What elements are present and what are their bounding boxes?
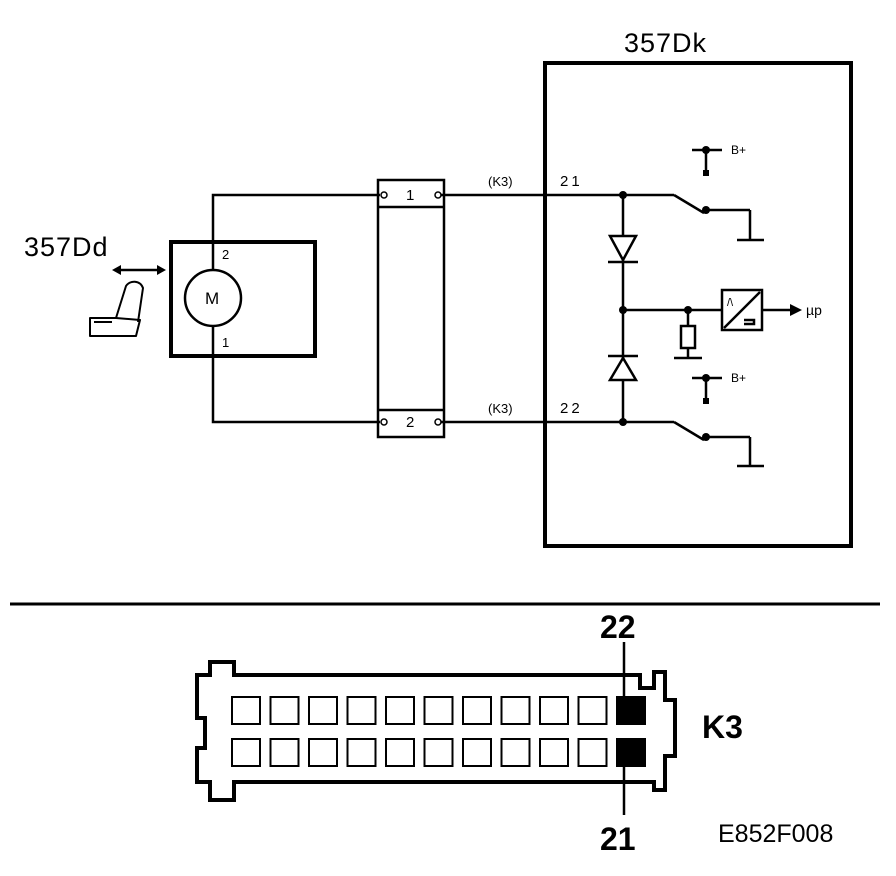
pin-callout-21: 21 xyxy=(600,821,636,857)
seat-adjust-arrow-icon xyxy=(112,265,166,275)
inline-connector xyxy=(376,178,446,439)
motor-wire-bottom xyxy=(211,326,380,424)
resistor-icon xyxy=(679,324,697,350)
connector-cavity xyxy=(385,696,415,725)
motor-pin-bottom: 1 xyxy=(222,335,229,350)
connector-cavity xyxy=(308,738,338,767)
supply-label-bottom: B+ xyxy=(731,371,746,385)
connector-cavity xyxy=(385,738,415,767)
seat-icon xyxy=(89,280,144,337)
micro-label: µp xyxy=(806,302,822,318)
ecu-box xyxy=(543,61,853,548)
pin-callout-22: 22 xyxy=(600,609,636,645)
ecu-label: 357Dk xyxy=(624,28,707,58)
diode-lower-icon xyxy=(607,354,639,382)
connector-cavity xyxy=(231,738,261,767)
connector-cavity xyxy=(577,696,608,725)
connector-cavity xyxy=(346,696,377,725)
motor-wire-top xyxy=(211,193,380,270)
supply-label-top: B+ xyxy=(731,143,746,157)
connector-cavity xyxy=(500,696,531,725)
connector-cavity xyxy=(231,696,261,725)
connector-cavity xyxy=(346,738,377,767)
diode-upper-icon xyxy=(607,234,639,264)
connector-cavity xyxy=(462,696,492,725)
svg-text:/\: /\ xyxy=(727,297,734,309)
wire-tag-top: (K3) xyxy=(488,174,513,189)
connector-cavity xyxy=(539,738,569,767)
relay-switch-upper-icon xyxy=(673,193,705,215)
motor-symbol: M xyxy=(205,289,219,308)
wire-tag-bottom: (K3) xyxy=(488,401,513,416)
ecu-pin-top: 21 xyxy=(560,173,583,190)
motor-component-label: 357Dd xyxy=(24,232,109,262)
connector-k3-housing xyxy=(195,660,677,802)
figure-code: E852F008 xyxy=(718,820,833,848)
inline-connector-pin-top: 1 xyxy=(406,187,414,204)
ad-converter-icon: /\ xyxy=(720,288,764,332)
ecu-pin-bottom: 22 xyxy=(560,400,583,417)
connector-cavity xyxy=(269,738,300,767)
connector-name: K3 xyxy=(702,709,743,745)
connector-cavity xyxy=(462,738,492,767)
connector-pin-21 xyxy=(616,738,646,767)
inline-connector-pin-bottom: 2 xyxy=(406,414,414,431)
motor-box xyxy=(169,240,317,358)
connector-cavity xyxy=(269,696,300,725)
relay-switch-lower-icon xyxy=(673,420,705,442)
connector-cavity xyxy=(423,738,454,767)
motor-pin-top: 2 xyxy=(222,247,229,262)
connector-cavity xyxy=(308,696,338,725)
output-arrow-icon xyxy=(790,304,802,316)
connector-pin-22 xyxy=(616,696,646,725)
connector-cavity xyxy=(577,738,608,767)
connector-cavity xyxy=(423,696,454,725)
connector-cavity xyxy=(500,738,531,767)
connector-cavity xyxy=(539,696,569,725)
connector-cells xyxy=(231,696,646,767)
